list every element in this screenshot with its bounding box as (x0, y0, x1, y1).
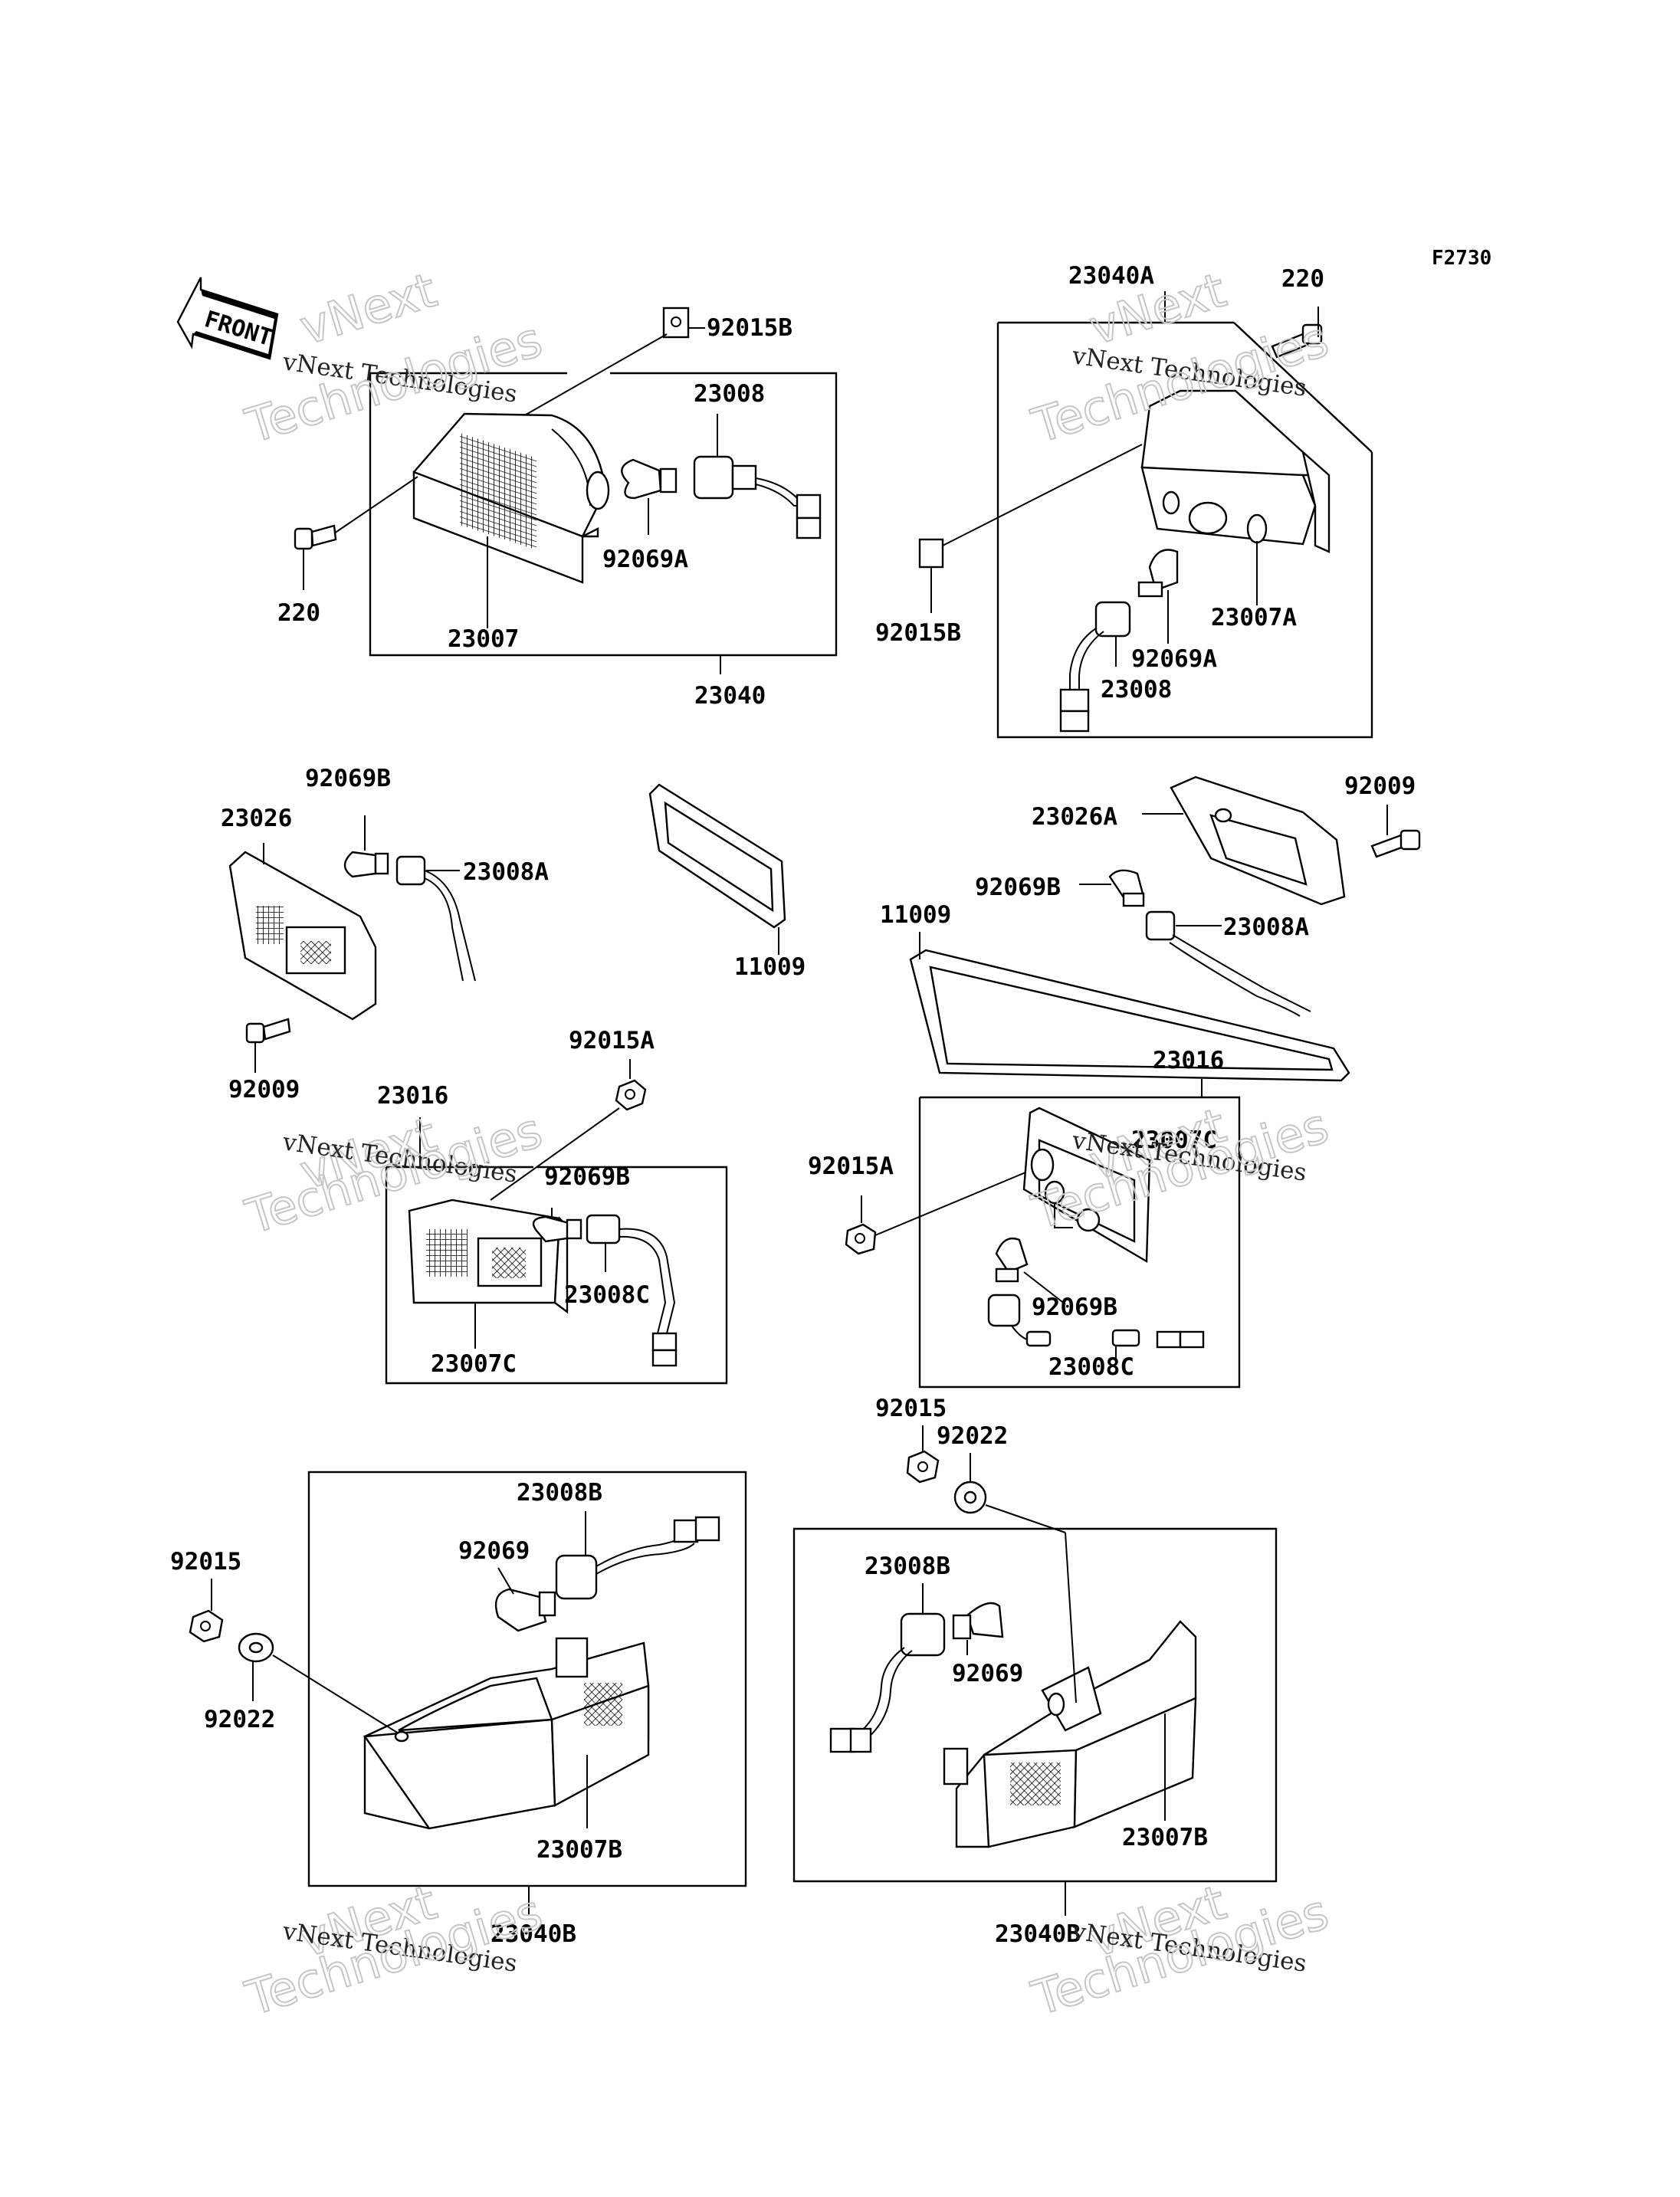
label-23008-b: 23008 (1101, 676, 1172, 703)
screw-92009-icon (245, 1018, 291, 1044)
bulb-92069A-icon (621, 458, 678, 500)
label-23008B-b: 23008B (865, 1553, 950, 1580)
gasket-11009-icon (648, 783, 786, 929)
lens-23007-icon (412, 412, 610, 584)
label-92015B-a: 92015B (707, 314, 792, 342)
lens-23007C-b-icon (1022, 1107, 1151, 1264)
clip-92015B-b-icon (918, 538, 944, 569)
part-labels: 92015B 23008 92069A 220 23007 23040 2304… (170, 262, 1416, 1948)
label-92009-a: 92009 (228, 1076, 300, 1103)
bulb-92069B-b-icon (1108, 869, 1145, 907)
label-23040B-b: 23040B (995, 1920, 1081, 1948)
watermark-bottom-right: vNext vNext Technologies Technologies (1025, 1874, 1335, 2028)
socket-23008A-icon (395, 855, 476, 982)
lens-23007B-icon (363, 1637, 650, 1830)
bulb-92069B-c-icon (532, 1215, 582, 1243)
socket-23008B-b-icon (829, 1612, 946, 1753)
label-92069B-a: 92069B (305, 765, 391, 792)
label-92022-b: 92022 (204, 1706, 275, 1733)
label-92069A-b: 92069A (1131, 645, 1217, 673)
label-11009-a: 11009 (734, 953, 806, 981)
socket-23008A-b-icon (1145, 910, 1311, 1017)
bulb-92069-icon (494, 1588, 556, 1632)
bulb-92069-b-icon (952, 1602, 1004, 1640)
label-23007B-b: 23007B (1122, 1824, 1208, 1851)
label-92015-b: 92015 (170, 1548, 241, 1576)
screw-220-b-icon (1271, 323, 1323, 359)
label-23040A: 23040A (1068, 262, 1154, 290)
label-23016-a: 23016 (377, 1082, 448, 1110)
svg-text:vNext: vNext (294, 262, 443, 356)
label-23016-b: 23016 (1153, 1047, 1224, 1074)
assembly-23016-b (918, 1079, 1241, 1389)
washer-92022-icon (238, 1632, 274, 1663)
label-23026: 23026 (221, 805, 292, 832)
socket-23008C-icon (586, 1214, 678, 1367)
label-92015A-b: 92015A (808, 1153, 894, 1180)
label-92069A-a: 92069A (602, 546, 688, 573)
label-23007A: 23007A (1211, 604, 1297, 631)
label-220-b: 220 (1281, 265, 1324, 293)
socket-23008B-icon (555, 1516, 720, 1600)
label-23008A-a: 23008A (463, 858, 549, 886)
screw-92009-b-icon (1370, 829, 1421, 858)
assembly-23040B-b (792, 1527, 1278, 1916)
label-23007B-a: 23007B (536, 1836, 622, 1864)
nut-92015-b-icon (906, 1450, 940, 1484)
front-arrow-icon: FRONT (176, 277, 279, 360)
label-23026A: 23026A (1032, 803, 1117, 831)
label-23007C-a: 23007C (431, 1350, 517, 1378)
nut-92015-icon (189, 1609, 224, 1643)
assembly-23040B-a (307, 1471, 747, 1916)
bulb-92069B-d-icon (995, 1237, 1029, 1283)
label-92069-b: 92069 (952, 1660, 1023, 1687)
label-92069B-b: 92069B (975, 874, 1061, 901)
screw-220-icon (294, 524, 337, 550)
socket-23008-b-icon (1059, 601, 1131, 733)
label-23008C-b: 23008C (1048, 1353, 1134, 1381)
label-220-a: 220 (277, 599, 320, 627)
lens-23007A-icon (1140, 389, 1331, 553)
assembly-23040 (294, 307, 838, 674)
label-92015-a: 92015 (875, 1395, 947, 1422)
watermark-bottom-left: vNext vNext Technologies Technologies (238, 1874, 549, 2028)
lens-23026A-icon (1170, 776, 1346, 906)
nut-92015A-icon (615, 1079, 647, 1111)
label-23040: 23040 (694, 682, 766, 710)
label-23008A-b: 23008A (1223, 913, 1309, 941)
clip-92015B-icon (662, 307, 690, 339)
label-23007C-b: 23007C (1131, 1126, 1217, 1154)
label-92022-a: 92022 (937, 1422, 1008, 1450)
assembly-23016-a (385, 1117, 728, 1385)
label-92015B-b: 92015B (875, 619, 961, 647)
bulb-92069A-b-icon (1137, 549, 1179, 598)
label-23008C-a: 23008C (564, 1281, 650, 1309)
lens-23007C-icon (408, 1199, 569, 1314)
label-92069B-d: 92069B (1032, 1294, 1117, 1321)
label-92069-a: 92069 (458, 1537, 530, 1565)
label-92015A-a: 92015A (569, 1027, 655, 1054)
nut-92015A-b-icon (845, 1223, 877, 1255)
bulb-92069B-icon (343, 851, 389, 878)
socket-23008C-b-icon (987, 1294, 1205, 1349)
label-23008-a: 23008 (694, 380, 765, 408)
label-23040B-a: 23040B (491, 1920, 576, 1948)
label-92069B-c: 92069B (544, 1163, 630, 1191)
figure-code: F2730 (1432, 247, 1491, 270)
lens-23007B-b-icon (943, 1620, 1197, 1848)
label-23008B-a: 23008B (517, 1479, 602, 1507)
label-92009-b: 92009 (1344, 772, 1416, 800)
assembly-23040A (918, 291, 1373, 739)
gasket-11009-b-icon (909, 949, 1350, 1082)
washer-92022-b-icon (953, 1481, 987, 1514)
socket-23008-icon (693, 455, 822, 539)
label-23007: 23007 (448, 625, 519, 653)
label-11009-b: 11009 (880, 901, 951, 929)
